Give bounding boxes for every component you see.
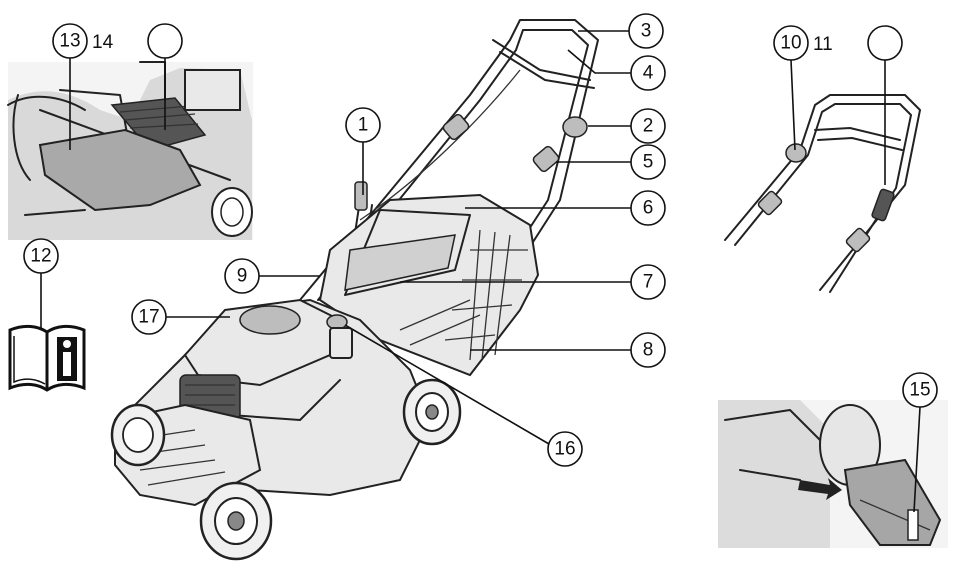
inset-mulch-plug — [7, 61, 253, 240]
svg-text:12: 12 — [30, 246, 51, 267]
label-14: 14 — [92, 32, 114, 53]
callout-2: 2 — [630, 108, 666, 144]
svg-text:7: 7 — [643, 272, 654, 293]
callout-10: 10 — [773, 25, 809, 61]
svg-text:8: 8 — [643, 340, 654, 361]
callout-7: 7 — [630, 264, 666, 300]
inset-side-discharge — [718, 400, 948, 548]
leader-4 — [567, 49, 631, 74]
callout-6: 6 — [630, 190, 666, 226]
svg-text:5: 5 — [643, 152, 654, 173]
callout-14-blank — [147, 23, 183, 59]
wheel-front-right — [110, 403, 166, 467]
svg-text:10: 10 — [780, 33, 801, 54]
callout-9: 9 — [224, 258, 260, 294]
callout-3: 3 — [628, 13, 664, 49]
svg-text:3: 3 — [641, 21, 652, 42]
callout-8: 8 — [630, 332, 666, 368]
inset-handle-controls — [724, 94, 921, 293]
svg-text:9: 9 — [237, 266, 248, 287]
callout-15: 15 — [902, 372, 938, 408]
callout-13: 13 — [52, 23, 88, 59]
callout-11-blank — [867, 25, 903, 61]
svg-text:15: 15 — [909, 380, 930, 401]
svg-text:6: 6 — [643, 198, 654, 219]
read-manual-icon — [8, 324, 86, 392]
svg-text:4: 4 — [643, 63, 654, 84]
svg-text:1: 1 — [358, 115, 369, 136]
main-lawnmower — [110, 19, 599, 561]
leader-16 — [344, 324, 550, 445]
callout-17: 17 — [131, 299, 167, 335]
wheel-rear-right — [402, 378, 462, 446]
wheel-front-left — [199, 481, 273, 561]
callout-5: 5 — [630, 144, 666, 180]
label-11: 11 — [813, 34, 833, 55]
svg-text:17: 17 — [138, 307, 159, 328]
svg-text:13: 13 — [59, 31, 80, 52]
svg-text:16: 16 — [554, 439, 575, 460]
callout-12: 12 — [23, 238, 59, 274]
leader-10 — [790, 59, 796, 151]
callout-4: 4 — [630, 55, 666, 91]
callout-16: 16 — [547, 431, 583, 467]
leader-15 — [913, 406, 921, 513]
callout-1: 1 — [345, 107, 381, 143]
svg-text:2: 2 — [643, 116, 654, 137]
